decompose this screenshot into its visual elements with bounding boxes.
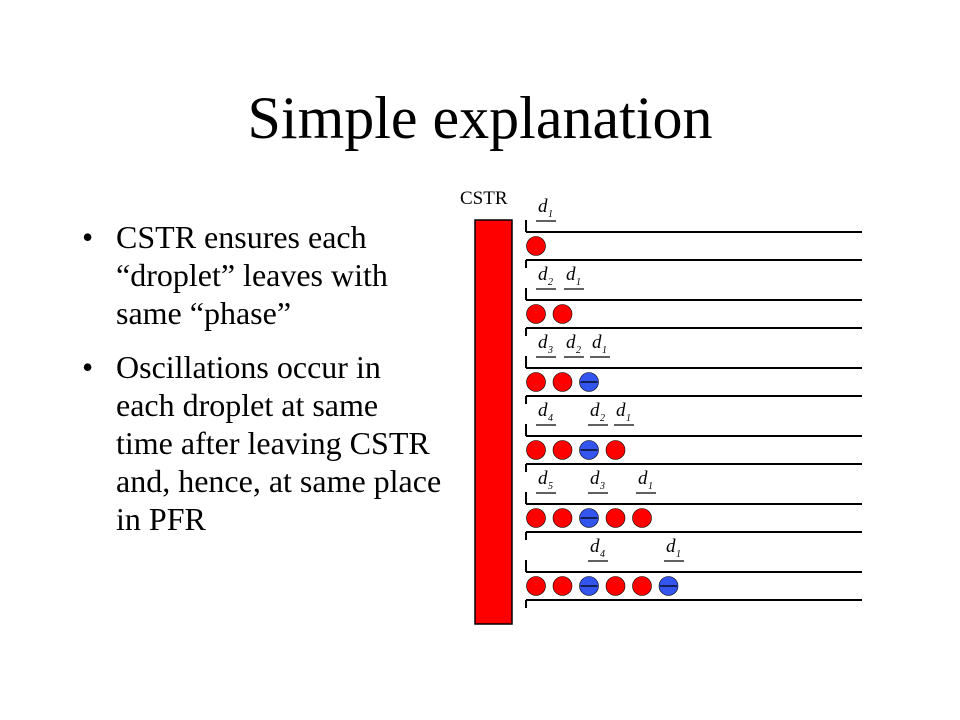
droplet-label-subscript: 1 bbox=[602, 345, 607, 356]
droplet-label-subscript: 4 bbox=[600, 549, 605, 560]
droplet-label-subscript: 3 bbox=[547, 345, 553, 356]
droplet-label: d bbox=[538, 400, 548, 421]
droplet-label: d bbox=[666, 536, 676, 557]
droplet-label: d bbox=[538, 332, 548, 353]
droplet-label-subscript: 5 bbox=[548, 481, 553, 492]
slide-title: Simple explanation bbox=[247, 85, 713, 151]
droplet-label: d bbox=[566, 264, 576, 285]
bullet-list: • CSTR ensures each “droplet” leaves wit… bbox=[82, 218, 442, 554]
droplet-label-subscript: 3 bbox=[599, 481, 605, 492]
red-droplet bbox=[552, 372, 573, 392]
red-droplet bbox=[526, 440, 546, 460]
bullet-text: CSTR ensures each “droplet” leaves with … bbox=[116, 219, 388, 331]
red-droplet bbox=[552, 440, 573, 460]
red-droplet bbox=[632, 576, 652, 596]
droplet-label: d bbox=[638, 468, 648, 489]
droplet-label-subscript: 2 bbox=[548, 277, 553, 288]
droplet-label: d bbox=[590, 536, 600, 557]
droplet-label-subscript: 2 bbox=[576, 345, 581, 356]
droplet-label: d bbox=[616, 400, 626, 421]
droplet-label-subscript: 1 bbox=[576, 277, 581, 288]
red-droplet bbox=[552, 576, 573, 596]
red-droplet bbox=[605, 576, 626, 596]
red-droplet bbox=[526, 304, 546, 324]
droplet-label: d bbox=[538, 468, 548, 489]
droplet-label-subscript: 1 bbox=[648, 481, 653, 492]
droplet-label-subscript: 2 bbox=[600, 413, 605, 424]
droplet-label: d bbox=[590, 400, 600, 421]
red-droplet bbox=[552, 304, 573, 324]
red-droplet bbox=[605, 440, 626, 460]
droplet-label: d bbox=[566, 332, 576, 353]
droplet-label-subscript: 4 bbox=[548, 413, 553, 424]
droplet-label: d bbox=[538, 196, 548, 217]
cstr-tank bbox=[474, 219, 513, 625]
bullet-item: • Oscillations occur in each droplet at … bbox=[82, 348, 442, 538]
red-droplet bbox=[526, 508, 546, 528]
red-droplet bbox=[526, 372, 546, 392]
bullet-icon: • bbox=[82, 219, 94, 255]
droplet-label: d bbox=[590, 468, 600, 489]
droplet-label: d bbox=[538, 264, 548, 285]
bullet-item: • CSTR ensures each “droplet” leaves wit… bbox=[82, 218, 442, 332]
droplet-label-subscript: 1 bbox=[548, 209, 553, 220]
bullet-text: Oscillations occur in each droplet at sa… bbox=[116, 349, 442, 537]
red-droplet bbox=[632, 508, 652, 528]
red-droplet bbox=[526, 576, 546, 596]
bullet-icon: • bbox=[82, 349, 94, 385]
droplet-label-subscript: 1 bbox=[626, 413, 631, 424]
cstr-label: CSTR bbox=[460, 188, 508, 209]
red-droplet bbox=[526, 236, 546, 256]
red-droplet bbox=[605, 508, 626, 528]
droplet-label-subscript: 1 bbox=[676, 549, 681, 560]
red-droplet bbox=[552, 508, 573, 528]
droplet-label: d bbox=[592, 332, 602, 353]
